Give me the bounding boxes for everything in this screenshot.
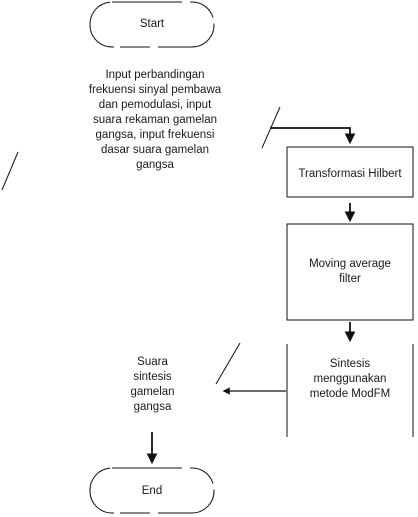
input-label: Input perbandingan frekuensi sinyal pemb… — [88, 69, 222, 171]
start-label: Start — [139, 18, 165, 30]
synthesis-label: Sintesis menggunakan metode ModFM — [309, 358, 391, 400]
input-parallelogram-left-edge — [1, 151, 19, 191]
end-terminator — [89, 467, 215, 514]
filter-box — [286, 223, 414, 321]
start-terminator — [89, 1, 215, 48]
end-label: End — [141, 485, 163, 497]
hilbert-box — [286, 146, 414, 198]
arrow-input-to-hilbert — [270, 127, 356, 145]
filter-label: Moving average filter — [309, 258, 391, 285]
output-parallelogram-right-edge — [215, 342, 241, 385]
output-label: Suara sintesis gamelan gangsa — [130, 356, 175, 413]
hilbert-label: Transformasi Hilbert — [298, 168, 402, 180]
